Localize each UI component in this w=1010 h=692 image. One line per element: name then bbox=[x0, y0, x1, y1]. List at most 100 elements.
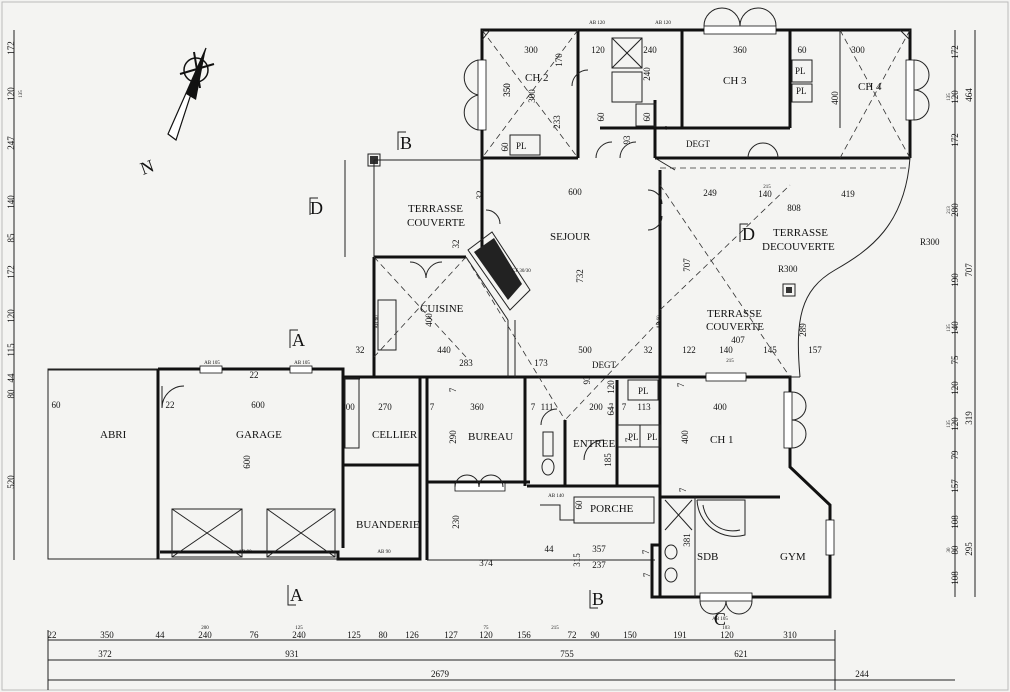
dimension-lines bbox=[13, 30, 976, 690]
room-garage: GARAGE bbox=[236, 429, 282, 441]
dim-interior-label: 407 bbox=[731, 335, 745, 345]
dim-interior-label: 140 bbox=[719, 345, 733, 355]
dim-right-inner-label: 120 bbox=[950, 417, 960, 431]
dim-interior-label: 600 bbox=[568, 187, 582, 197]
section-b-bottom: B bbox=[592, 589, 604, 609]
dim-right-inner-label: 108 bbox=[950, 515, 960, 529]
dim-top-label: 360 bbox=[733, 45, 747, 55]
dim-interior-label: 60 bbox=[574, 500, 584, 510]
dim-right-inner-label: 172 bbox=[950, 45, 960, 59]
dim-small-label: 215 bbox=[763, 185, 771, 190]
dim-bottom1-label: 150 bbox=[623, 630, 637, 640]
dim-left-label: 44 bbox=[6, 373, 16, 383]
garage-door-left bbox=[171, 508, 243, 558]
dim-bottom1-label: 156 bbox=[517, 630, 531, 640]
dim-interior-label: 32 bbox=[475, 191, 485, 200]
dim-interior-label: 7 bbox=[448, 387, 458, 392]
dim-interior-label: 122 bbox=[682, 345, 696, 355]
dim-interior-label: 350 bbox=[502, 83, 512, 97]
terraces bbox=[367, 153, 911, 378]
room-labels: ABRI GARAGE CELLIER BUANDERIE BUREAU ENT… bbox=[100, 66, 940, 563]
room-degt-top: DEGT bbox=[686, 139, 710, 149]
shower bbox=[611, 37, 643, 69]
dim-bottom2-label: 372 bbox=[98, 649, 112, 659]
terrace-curve bbox=[797, 157, 911, 378]
dim-interior-label: 113 bbox=[637, 402, 651, 412]
dim-interior-label: 230 bbox=[451, 515, 461, 529]
garage-door-right bbox=[266, 508, 336, 558]
dim-right-small-label: 135 bbox=[947, 93, 952, 101]
dim-right-small-label: 135 bbox=[947, 420, 952, 428]
dim-interior-label: 7 bbox=[642, 572, 652, 577]
dim-interior-label: 374 bbox=[479, 558, 493, 568]
dim-bottom1-label: 125 bbox=[347, 630, 361, 640]
dim-interior-label: 400 bbox=[713, 402, 727, 412]
placard-ch3-b: PL bbox=[796, 86, 807, 96]
room-ch2: CH 2 bbox=[525, 72, 549, 84]
room-sejour: SEJOUR bbox=[550, 231, 591, 243]
dim-small-label: 215 bbox=[726, 359, 734, 364]
dim-top-label: 233 bbox=[552, 115, 562, 129]
dim-interior-label: 64 bbox=[606, 406, 616, 416]
terrasse-couverte-e-line2: COUVERTE bbox=[706, 321, 764, 333]
dim-bottom-small-label: 103 bbox=[722, 626, 730, 631]
window-ch3 bbox=[703, 25, 777, 35]
dim-small-label: AB 120 bbox=[655, 21, 671, 26]
dim-right-inner-label: 120 bbox=[950, 90, 960, 104]
section-d-left: D bbox=[310, 198, 323, 218]
dim-top-label: 60 bbox=[500, 142, 510, 152]
dim-top-label: 93 bbox=[622, 135, 632, 145]
north-label: N bbox=[138, 156, 157, 179]
dim-interior-label: 7 bbox=[641, 549, 651, 554]
radius-label-1: R300 bbox=[920, 237, 940, 247]
room-entree: ENTREE bbox=[573, 438, 615, 450]
dim-small-label: AB 90 bbox=[377, 550, 391, 555]
north-block bbox=[463, 7, 930, 160]
window-sdb bbox=[699, 592, 753, 602]
dim-interior-label: 185 bbox=[603, 453, 613, 467]
dim-interior-label: 400 bbox=[424, 313, 434, 327]
dim-bottom2-label: 755 bbox=[560, 649, 574, 659]
dim-interior-label: 357 bbox=[592, 544, 606, 554]
dim-left-label: 247 bbox=[6, 136, 16, 150]
dim-bottom-small-label: 125 bbox=[295, 626, 303, 631]
dim-top-label: 350 bbox=[502, 83, 512, 97]
room-ch3: CH 3 bbox=[723, 75, 747, 87]
dim-interior-label: 707 bbox=[682, 258, 692, 272]
dim-top-label: 240 bbox=[643, 45, 657, 55]
dim-right-outer-label: 319 bbox=[964, 411, 974, 425]
dim-small-label: AB 105 bbox=[712, 617, 728, 622]
dim-interior-label: 120 bbox=[606, 380, 616, 394]
dim-interior-label: 400 bbox=[680, 430, 690, 444]
placard-entree-b: PL bbox=[647, 432, 658, 442]
dim-interior-label: 22 bbox=[250, 370, 259, 380]
room-ch1: CH 1 bbox=[710, 434, 734, 446]
dim-bottom1-label: 191 bbox=[673, 630, 687, 640]
dim-interior-label: 500 bbox=[578, 345, 592, 355]
dim-interior-label: 7 bbox=[676, 382, 686, 387]
dim-small-label: AB 90 bbox=[238, 550, 252, 555]
radius-label-2: R300 bbox=[778, 264, 798, 274]
dim-right-inner-label: 80 bbox=[950, 545, 960, 555]
dim-bottom-small-label: 200 bbox=[201, 626, 209, 631]
dim-bottom1-label: 44 bbox=[156, 630, 166, 640]
dim-interior-label: 381 bbox=[682, 533, 692, 547]
dim-interior-label: 32 bbox=[356, 345, 365, 355]
dim-left-label: 172 bbox=[6, 265, 16, 279]
dim-bottom1-label: 90 bbox=[591, 630, 601, 640]
dim-left-label: 80 bbox=[6, 389, 16, 399]
placard-ch2: PL bbox=[516, 141, 527, 151]
dim-interior-label: 360 bbox=[470, 402, 484, 412]
dim-right-outer-label: 707 bbox=[964, 263, 974, 277]
dim-bottom1-label: 127 bbox=[444, 630, 458, 640]
dim-bottom2-label: 931 bbox=[285, 649, 299, 659]
dim-left-label: 520 bbox=[6, 475, 16, 489]
section-d-right: D bbox=[742, 224, 755, 244]
compass: N bbox=[138, 47, 215, 179]
dim-interior-label: 22 bbox=[166, 400, 175, 410]
dim-interior-label: 93 bbox=[582, 375, 592, 385]
dim-interior-label: 140 bbox=[758, 189, 772, 199]
